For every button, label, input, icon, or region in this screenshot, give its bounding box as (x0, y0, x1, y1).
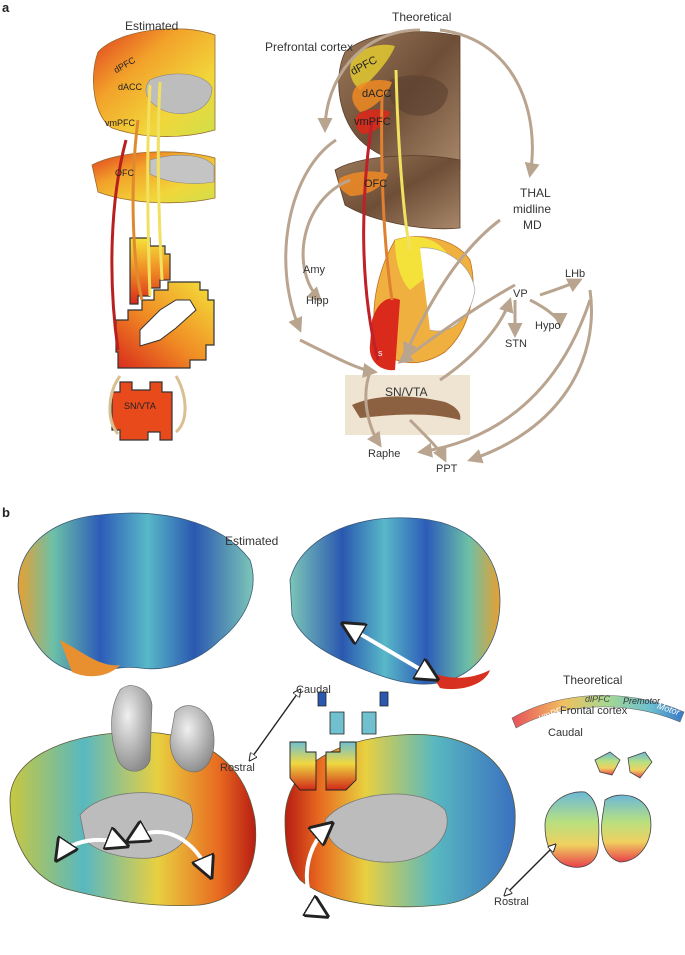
lhb-label: LHb (565, 268, 586, 280)
hipp-label: Hipp (306, 295, 329, 307)
est-ofc-label: OFC (115, 168, 134, 178)
arc-premotor-label: Premotor (623, 696, 661, 706)
vp-label: VP (513, 288, 528, 300)
double-headed-arrows (250, 690, 555, 895)
theoretical-colored-projections (362, 69, 412, 361)
estimated-striatum-lower (115, 281, 215, 369)
b-estimated-title: Estimated (225, 534, 279, 548)
midline-label: midline (513, 202, 552, 216)
th-ofc-label: OFC (364, 178, 388, 190)
stn-label: STN (505, 338, 527, 350)
white-gradient-arrows (58, 625, 435, 915)
th-dacc-label: dACC (362, 88, 392, 100)
theoretical-striatum (369, 236, 476, 371)
estimated-ofc-slab (91, 151, 216, 204)
th-vmpfc-label: vmPFC (354, 116, 391, 128)
estimated-title: Estimated (125, 19, 179, 33)
th-rostral-label: Rostral (494, 896, 529, 908)
estimated-connection-arrows (108, 81, 187, 435)
estimated-snvta-blob (111, 381, 173, 441)
est-snvta-label: SN/VTA (124, 401, 156, 411)
amy-label: Amy (303, 264, 325, 276)
lateral-hemisphere-left (17, 512, 254, 677)
est-vmpfc-label: vmPFC (105, 118, 135, 128)
panel-b-letter: b (2, 505, 10, 520)
theoretical-brown-arrows (284, 28, 593, 464)
hypo-label: Hypo (535, 320, 561, 332)
ppt-label: PPT (436, 463, 458, 475)
theoretical-arc (511, 695, 685, 729)
s-label: s (378, 348, 383, 358)
b-theoretical-title: Theoretical (563, 673, 623, 687)
th-caudal-label: Caudal (548, 727, 583, 739)
panel-a-letter: a (2, 0, 10, 15)
md-label: MD (523, 218, 542, 232)
prefrontal-cortex-label: Prefrontal cortex (265, 40, 354, 54)
rostral-label: Rostral (220, 762, 255, 774)
lateral-hemisphere-right (289, 517, 501, 690)
est-dacc-label: dACC (118, 82, 143, 92)
theoretical-striatum-slices (544, 751, 653, 868)
raphe-label: Raphe (368, 448, 401, 460)
thal-label: THAL (520, 186, 551, 200)
gray-striatum-3d (111, 685, 215, 773)
frontal-cortex-label: Frontal cortex (560, 705, 628, 717)
snvta-label: SN/VTA (385, 385, 428, 399)
caudal-label: Caudal (296, 684, 331, 696)
arc-dlpfc-label: dlPFC (585, 694, 611, 704)
medial-hemisphere-right (284, 734, 516, 908)
theoretical-snvta-photo (345, 375, 470, 435)
theoretical-title: Theoretical (392, 10, 452, 24)
theoretical-ofc-photo (334, 155, 461, 230)
